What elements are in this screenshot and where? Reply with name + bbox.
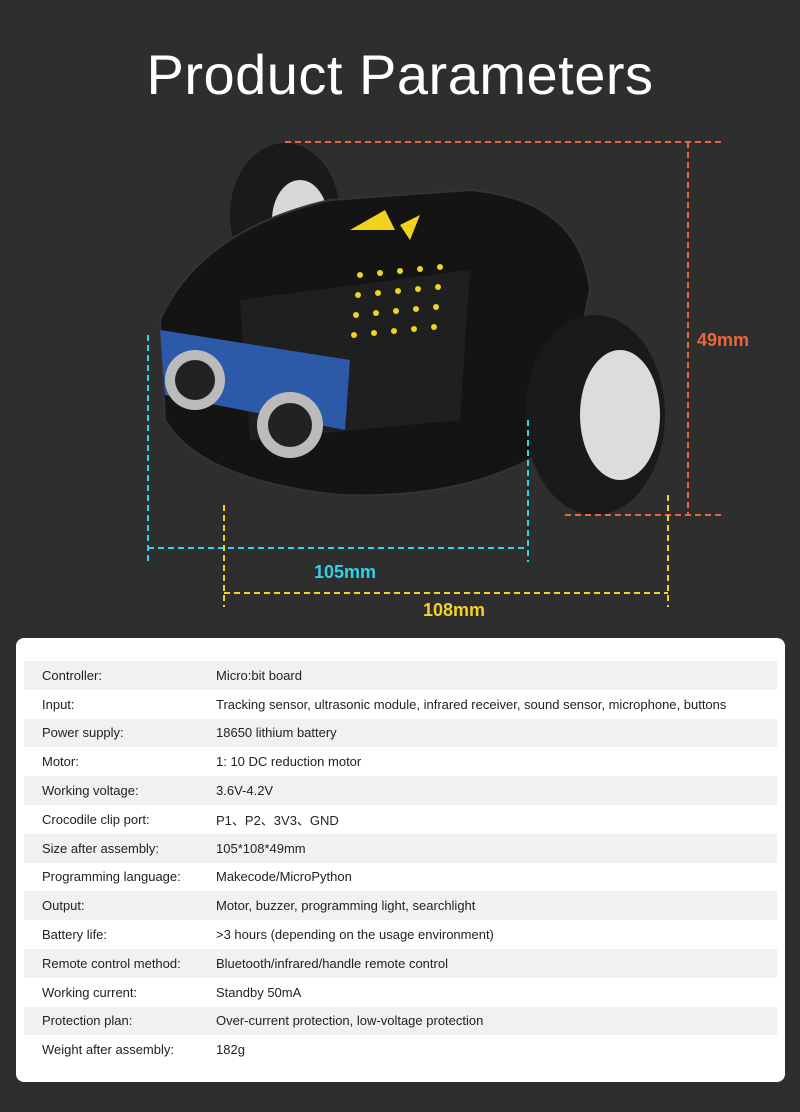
spec-label: Weight after assembly:: [42, 1042, 174, 1058]
spec-row: Power supply: 18650 lithium battery: [24, 718, 777, 748]
spec-value: Over-current protection, low-voltage pro…: [216, 1013, 484, 1029]
width-label: 105mm: [314, 562, 377, 582]
spec-label: Motor:: [42, 754, 79, 770]
spec-row: Controller: Micro:bit board: [24, 661, 777, 690]
spec-value: 1: 10 DC reduction motor: [216, 754, 362, 770]
robot-car-illustration: [147, 141, 722, 607]
spec-label: Output:: [42, 898, 85, 914]
spec-label: Input:: [42, 696, 75, 712]
spec-value: Bluetooth/infrared/handle remote control: [216, 955, 448, 971]
length-label: 108mm: [423, 600, 486, 620]
spec-label: Remote control method:: [42, 955, 181, 971]
spec-value: 182g: [216, 1042, 245, 1058]
height-dimension-line: [285, 141, 722, 516]
spec-label: Battery life:: [42, 927, 108, 943]
spec-row: Working current: Standby 50mA: [24, 978, 777, 1007]
ultrasonic-sensor: [160, 330, 350, 458]
spec-row: Weight after assembly: 182g: [24, 1035, 777, 1064]
spec-value: 3.6V-4.2V: [216, 783, 274, 799]
spec-label: Controller:: [42, 667, 102, 683]
spec-value: Makecode/MicroPython: [216, 869, 352, 885]
spec-value: Standby 50mA: [216, 984, 302, 1000]
spec-row: Output: Motor, buzzer, programming light,…: [24, 891, 777, 921]
spec-label: Power supply:: [42, 725, 124, 741]
spec-label: Programming language:: [42, 869, 181, 885]
spec-value: 105*108*49mm: [216, 840, 306, 856]
spec-row: Remote control method: Bluetooth/infrared…: [24, 948, 777, 978]
spec-row: Motor: 1: 10 DC reduction motor: [24, 747, 777, 776]
spec-row: Battery life: >3 hours (depending on the …: [24, 920, 777, 949]
page-title: Product Parameters: [146, 43, 654, 106]
spec-label: Working voltage:: [42, 783, 139, 799]
spec-value: >3 hours (depending on the usage environ…: [216, 927, 494, 943]
spec-row: Size after assembly: 105*108*49mm: [24, 833, 777, 863]
spec-value: Micro:bit board: [216, 667, 302, 683]
spec-label: Size after assembly:: [42, 840, 160, 856]
height-label: 49mm: [697, 330, 750, 350]
spec-label: Working current:: [42, 984, 138, 1000]
spec-value: Motor, buzzer, programming light, search…: [216, 898, 476, 914]
spec-row: Programming language: Makecode/MicroPytho…: [24, 863, 777, 892]
spec-row: Crocodile clip port: P1、P2、3V3、GND: [24, 805, 777, 834]
spec-row: Working voltage: 3.6V-4.2V: [24, 776, 777, 805]
spec-value: 18650 lithium battery: [216, 725, 337, 741]
spec-value: P1、P2、3V3、GND: [216, 812, 339, 828]
spec-row: Input: Tracking sensor, ultrasonic module…: [24, 690, 777, 719]
spec-label: Protection plan:: [42, 1013, 133, 1029]
spec-label: Crocodile clip port:: [42, 811, 150, 827]
front-wheel: [525, 315, 665, 515]
width-dimension-line: [147, 335, 529, 562]
spec-value: Tracking sensor, ultrasonic module, infr…: [216, 696, 727, 712]
spec-row: Protection plan: Over-current protection,…: [24, 1006, 777, 1036]
length-dimension-line: [223, 495, 669, 607]
